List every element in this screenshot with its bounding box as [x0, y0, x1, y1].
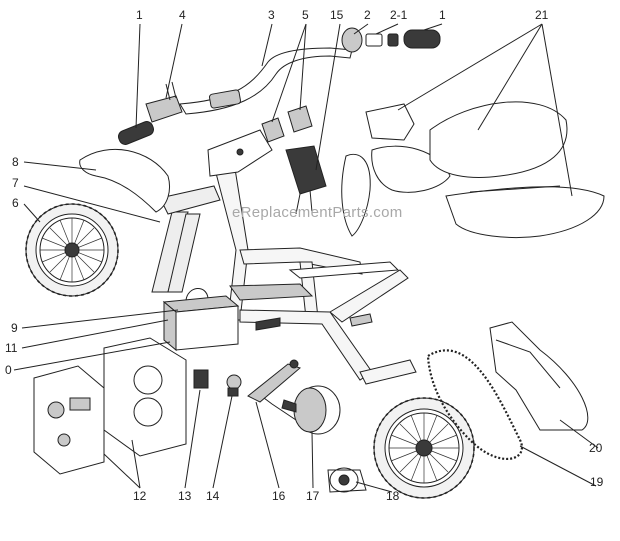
controller-box [33, 337, 187, 475]
callout-5-clamps: 5 [302, 8, 309, 22]
throttle-controller [145, 95, 183, 123]
callout-11-battery-strap: 11 [5, 341, 18, 355]
callout-15-harness: 15 [330, 8, 344, 22]
callout-21-body-panels: 21 [535, 8, 549, 22]
callout-17-motor: 17 [306, 489, 320, 503]
callout-0-battery-box: 0 [5, 363, 12, 377]
side-panel [445, 186, 605, 238]
callout-2-grip-housing: 2 [364, 8, 371, 22]
charger-port [226, 374, 242, 397]
leader-lines [13, 23, 599, 493]
front-fork [151, 185, 221, 293]
handlebar-clamps [261, 105, 313, 143]
callout-3-handlebar: 3 [268, 8, 275, 22]
callout-13-switch: 13 [178, 489, 192, 503]
kickstand [247, 363, 301, 403]
right-grip-assembly [341, 27, 441, 53]
handlebar [179, 47, 353, 115]
rear-brake [327, 467, 367, 493]
front-wheel [25, 203, 119, 297]
power-switch [193, 369, 209, 389]
callout-4-throttle: 4 [179, 8, 186, 22]
callout-8-fender: 8 [12, 155, 19, 169]
callout-7-fork: 7 [12, 176, 19, 190]
callout-20-chain-guard: 20 [589, 441, 603, 455]
number-plate [365, 103, 415, 141]
chain-guard [489, 321, 589, 431]
callout-19-chain: 19 [590, 475, 604, 489]
front-fender [79, 148, 170, 213]
rear-wheel [373, 397, 475, 499]
watermark: eReplacementParts.com [232, 204, 403, 221]
motor [263, 385, 341, 435]
callout-2-1-grip-sleeve: 2-1 [390, 8, 408, 22]
callout-16-kickstand: 16 [272, 489, 286, 503]
callout-9-battery: 9 [11, 321, 18, 335]
callout-12-controller: 12 [133, 489, 147, 503]
battery [162, 288, 240, 352]
seat [429, 101, 568, 178]
callout-labels: 1 4 3 5 15 2 2-1 1 21 8 7 6 9 11 0 12 13… [5, 8, 604, 503]
callout-18-brake: 18 [386, 489, 400, 503]
battery-tray [229, 283, 314, 301]
callout-1-left-grip: 1 [136, 8, 143, 22]
callout-14-charger-port: 14 [206, 489, 220, 503]
left-grip [117, 121, 155, 145]
wiring-harness [285, 145, 327, 195]
left-shroud [341, 154, 371, 237]
callout-1-right-grip: 1 [439, 8, 446, 22]
callout-6-front-wheel: 6 [12, 196, 19, 210]
